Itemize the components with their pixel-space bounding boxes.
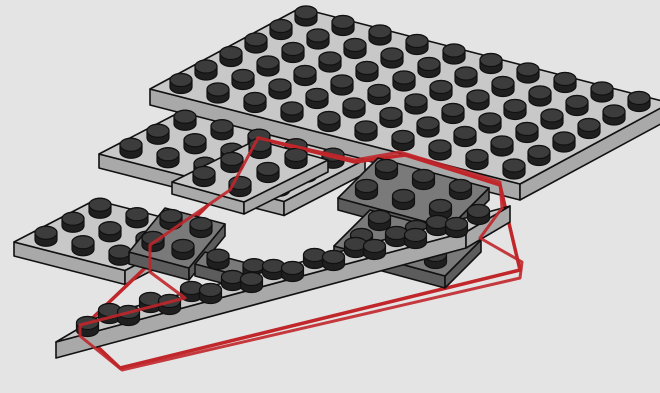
- stud-top: [541, 109, 563, 122]
- stud-top: [295, 6, 317, 19]
- stud-top: [307, 29, 329, 42]
- stud-top: [356, 62, 378, 75]
- stud-top: [467, 90, 489, 103]
- stud-top: [479, 113, 501, 126]
- stud-top: [553, 132, 575, 145]
- stud-top: [430, 81, 452, 94]
- stud-top: [331, 75, 353, 88]
- stud-top: [62, 212, 84, 225]
- stud-top: [418, 58, 440, 71]
- stud-top: [503, 159, 525, 172]
- stud-top: [443, 44, 465, 57]
- stud-top: [393, 71, 415, 84]
- stud-top: [468, 205, 490, 218]
- stud-top: [269, 79, 291, 92]
- stud-top: [603, 105, 625, 118]
- stud-top: [99, 222, 121, 235]
- stud-top: [232, 70, 254, 83]
- stud-top: [516, 123, 538, 136]
- stud-top: [455, 67, 477, 80]
- stud-top: [120, 138, 142, 151]
- stud-top: [369, 25, 391, 38]
- stud-top: [364, 240, 386, 253]
- stud-top: [257, 163, 279, 176]
- stud-top: [221, 153, 243, 166]
- stud-top: [566, 96, 588, 109]
- stud-top: [529, 86, 551, 99]
- stud-top: [491, 136, 513, 149]
- stud-top: [157, 148, 179, 161]
- stud-top: [319, 52, 341, 65]
- stud-top: [318, 112, 340, 125]
- stud-top: [446, 218, 468, 231]
- stud-top: [244, 93, 266, 106]
- stud-top: [450, 180, 472, 193]
- stud-top: [554, 73, 576, 86]
- stud-top: [245, 33, 267, 46]
- stud-top: [109, 245, 131, 258]
- stud-top: [405, 94, 427, 107]
- stud-top: [356, 180, 378, 193]
- stud-top: [174, 110, 196, 123]
- stud-top: [332, 16, 354, 29]
- stud-top: [184, 134, 206, 147]
- stud-top: [442, 104, 464, 117]
- stud-top: [72, 236, 94, 249]
- stud-top: [190, 218, 212, 231]
- stud-top: [413, 170, 435, 183]
- stud-top: [344, 39, 366, 52]
- stud-top: [517, 63, 539, 76]
- stud-top: [355, 121, 377, 134]
- stud-top: [578, 119, 600, 132]
- stud-top: [282, 262, 304, 275]
- stud-top: [343, 98, 365, 111]
- stud-top: [417, 117, 439, 130]
- stud-top: [294, 66, 316, 79]
- stud-top: [323, 251, 345, 264]
- stud-top: [270, 20, 292, 33]
- stud-top: [381, 48, 403, 61]
- stud-top: [285, 149, 307, 162]
- stud-top: [257, 56, 279, 69]
- stud-top: [454, 127, 476, 140]
- stud-top: [207, 83, 229, 96]
- stud-top: [35, 226, 57, 239]
- stud-top: [170, 74, 192, 87]
- stud-top: [282, 43, 304, 56]
- stud-top: [492, 77, 514, 90]
- stud-top: [528, 146, 550, 159]
- stud-top: [220, 47, 242, 60]
- stud-top: [369, 211, 391, 224]
- stud-top: [429, 140, 451, 153]
- stud-top: [193, 167, 215, 180]
- stud-top: [172, 240, 194, 253]
- stud-top: [380, 108, 402, 121]
- stud-top: [241, 273, 263, 286]
- stud-top: [392, 131, 414, 144]
- stud-top: [160, 210, 182, 223]
- stud-top: [591, 82, 613, 95]
- stud-top: [405, 229, 427, 242]
- stud-top: [406, 35, 428, 48]
- stud-top: [376, 160, 398, 173]
- stud-top: [200, 284, 222, 297]
- stud-top: [89, 198, 111, 211]
- stud-top: [243, 259, 265, 272]
- stud-top: [480, 54, 502, 67]
- stud-top: [211, 120, 233, 133]
- stud-top: [368, 85, 390, 98]
- stud-top: [281, 102, 303, 115]
- stud-top: [504, 100, 526, 113]
- stud-top: [195, 60, 217, 73]
- stud-top: [306, 89, 328, 102]
- stud-top: [126, 208, 148, 221]
- stud-top: [430, 200, 452, 213]
- stud-top: [393, 190, 415, 203]
- stud-top: [147, 124, 169, 137]
- stud-top: [466, 150, 488, 163]
- stud-top: [207, 249, 229, 262]
- stud-top: [628, 92, 650, 105]
